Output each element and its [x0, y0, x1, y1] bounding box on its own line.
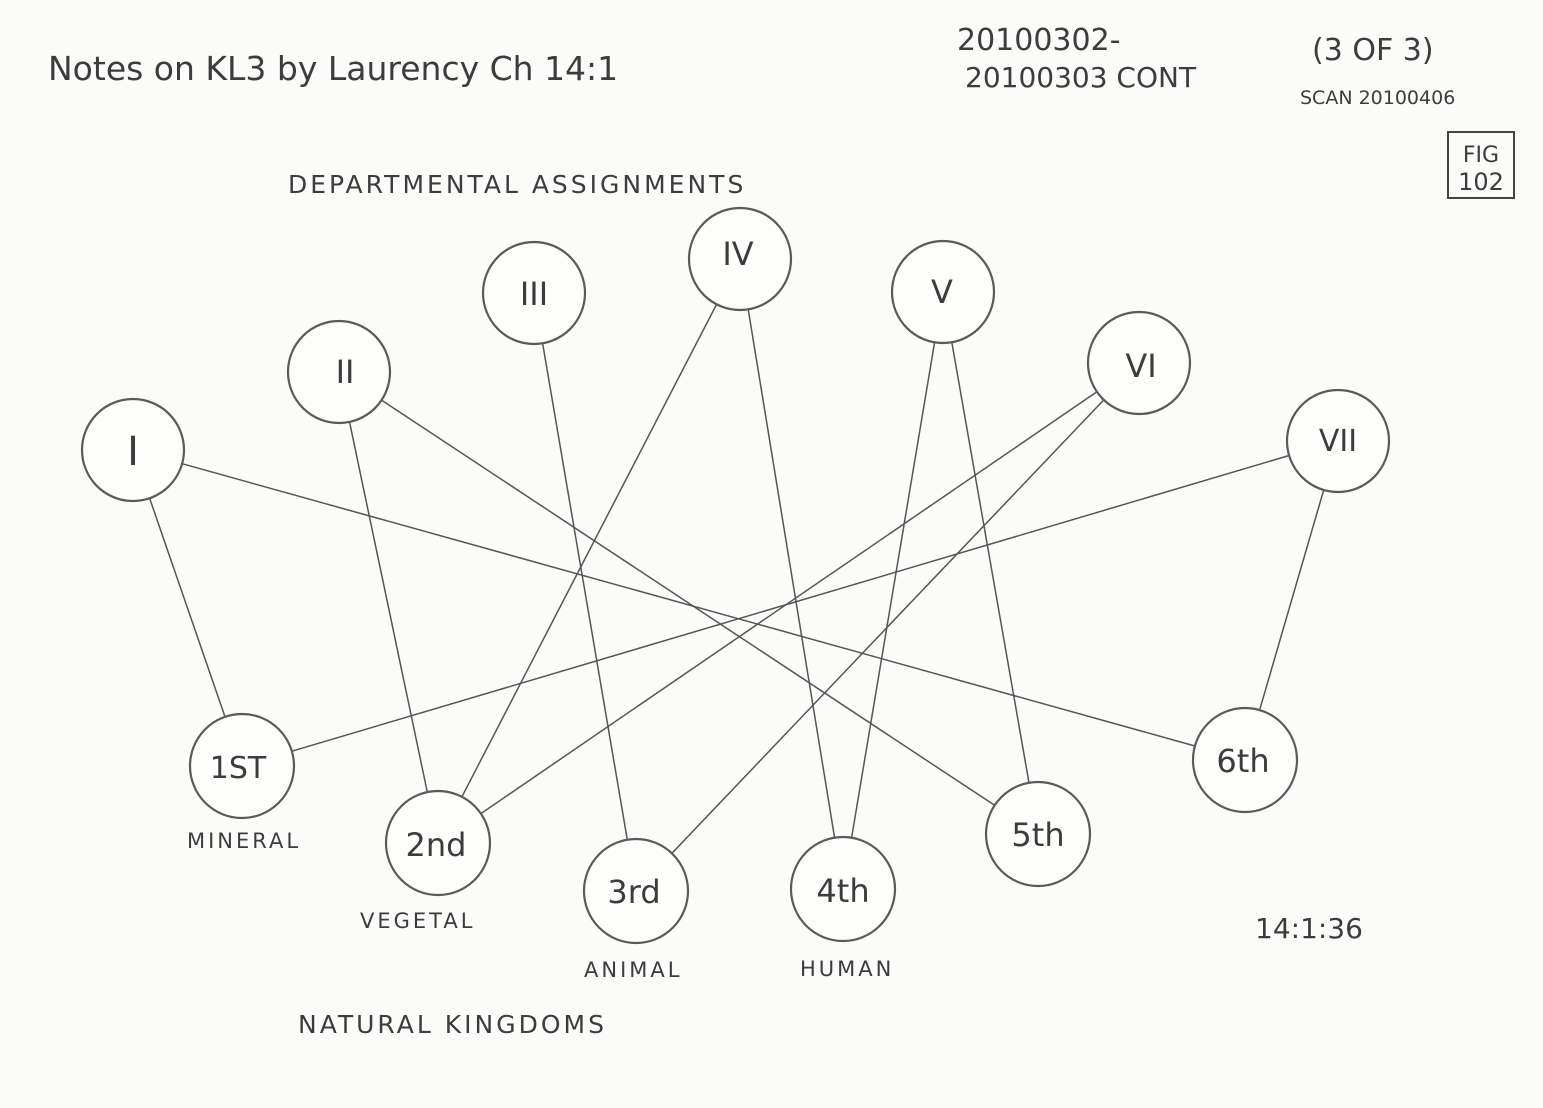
kingdom-label-k3: 3rd [607, 873, 660, 911]
kingdom-node-k3: 3rd [582, 837, 690, 945]
kingdom-label-k1: 1ST [210, 751, 267, 786]
connection-d6-k3 [671, 399, 1105, 854]
connection-d7-k6 [1258, 489, 1325, 711]
connection-d4-k2 [461, 303, 718, 798]
department-label-d5: V [931, 273, 953, 311]
connection-d2-k5 [381, 399, 996, 806]
kingdom-name-k1: MINERAL [187, 829, 301, 853]
page-of: (3 OF 3) [1312, 33, 1434, 68]
date-line-1: 20100302- [957, 23, 1121, 58]
reference-number: 14:1:36 [1255, 912, 1363, 945]
kingdom-label-k2: 2nd [406, 826, 467, 864]
natural-kingdoms-label: NATURAL KINGDOMS [298, 1010, 607, 1039]
kingdom-label-k6: 6th [1216, 742, 1269, 780]
connection-d1-k6 [181, 462, 1196, 747]
kingdom-node-k1: 1ST [188, 712, 296, 820]
connection-d1-k1 [148, 497, 226, 718]
scan-date: SCAN 20100406 [1300, 87, 1455, 109]
connection-d5-k5 [951, 342, 1030, 783]
department-node-d2: II [286, 319, 392, 425]
kingdom-node-k6: 6th [1191, 706, 1299, 814]
kingdom-node-k4: 4th [789, 835, 897, 943]
kingdom-label-k5: 5th [1011, 816, 1064, 854]
kingdom-node-k2: 2nd [384, 789, 492, 897]
department-label-d2: II [336, 353, 355, 391]
date-line-2: 20100303 CONT [965, 61, 1197, 94]
kingdom-name-k3: ANIMAL [584, 958, 682, 982]
department-node-d5: V [890, 239, 996, 345]
kingdom-node-k5: 5th [984, 780, 1092, 888]
kingdom-name-k4: HUMAN [800, 957, 894, 981]
fig-label: FIG [1463, 143, 1499, 168]
department-label-d7: VII [1319, 424, 1357, 459]
connection-d2-k2 [348, 421, 429, 793]
department-label-d4: IV [722, 235, 753, 273]
kingdom-label-k4: 4th [816, 872, 869, 910]
department-node-d7: VII [1285, 388, 1391, 494]
connection-d3-k3 [541, 343, 629, 840]
department-label-d6: VI [1125, 347, 1156, 385]
department-label-d1: I [127, 429, 139, 475]
fig-number-box: FIG 102 [1447, 131, 1515, 199]
departmental-assignments-label: DEPARTMENTAL ASSIGNMENTS [288, 170, 746, 199]
note-title: Notes on KL3 by Laurency Ch 14:1 [48, 49, 618, 88]
connection-d4-k4 [747, 309, 836, 838]
department-node-d3: III [481, 240, 587, 346]
connection-d7-k1 [291, 454, 1290, 752]
connection-lines [148, 303, 1325, 854]
kingdom-name-k2: VEGETAL [360, 909, 475, 933]
department-node-d4: IV [687, 206, 793, 312]
connection-d6-k2 [480, 391, 1098, 815]
connection-d5-k4 [850, 342, 936, 838]
department-node-d1: I [80, 397, 186, 503]
department-label-d3: III [520, 275, 548, 313]
department-node-d6: VI [1086, 310, 1192, 416]
fig-number: 102 [1458, 168, 1504, 196]
